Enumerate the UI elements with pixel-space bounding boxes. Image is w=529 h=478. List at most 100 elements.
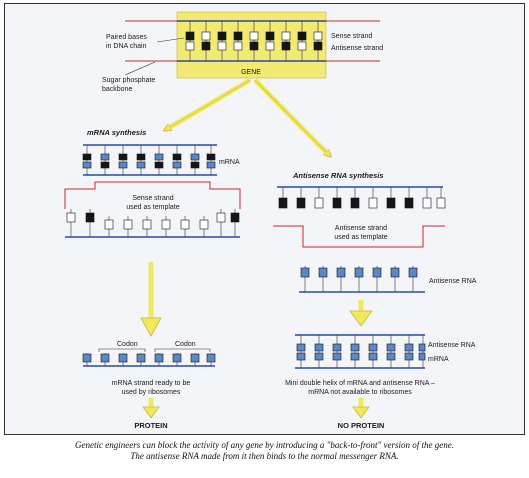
- sugar-phosphate-label-line2: backbone: [102, 86, 132, 93]
- codon-label-2: Codon: [175, 341, 196, 348]
- sense-template-backbone-top: [64, 181, 241, 209]
- helix-base-pair: [418, 335, 426, 368]
- antisense-rna-bases: [300, 266, 418, 292]
- caption-line-1: Genetic engineers can block the activity…: [74, 440, 455, 450]
- gene-base-pair: [297, 21, 307, 61]
- helix-base-pair: [332, 335, 342, 368]
- antisense-template-backbone-bottom: [273, 225, 445, 248]
- antisense-rna-base: [390, 266, 400, 292]
- mrna-ready-label-line2: used by ribosomes: [122, 389, 181, 396]
- template-base: [104, 216, 114, 237]
- mrna-base-pair: [206, 145, 216, 175]
- sense-template-label: Sense strand: [132, 195, 173, 202]
- ready-base: [154, 353, 164, 366]
- template-base: [230, 209, 240, 237]
- mrna-base-pair: [100, 145, 110, 175]
- ready-base: [206, 353, 216, 366]
- paired-bases-label: Paired bases: [106, 34, 147, 41]
- arrow-to-blocked-head: [349, 310, 373, 327]
- mrna-ready-bases: [82, 353, 216, 366]
- antisense-template-label-line2: used as template: [334, 234, 387, 241]
- paired-bases-pointer: [156, 37, 185, 43]
- helix-base-pair: [368, 335, 378, 368]
- blocked-section: Antisense RNA mRNA Mini double helix of …: [285, 334, 476, 430]
- antisense-rna-base: [300, 266, 310, 292]
- caption-line-2: The antisense RNA made from it then bind…: [130, 451, 399, 461]
- template-base: [199, 216, 209, 237]
- ready-base: [136, 353, 146, 366]
- mrna-base-pair: [82, 145, 92, 175]
- helix-base-pair: [404, 335, 414, 368]
- antisense-template-base: [332, 187, 342, 209]
- gene-panel: GENE Paired bases in DNA chain Sugar pho…: [102, 11, 383, 93]
- gene-base-pair: [233, 21, 243, 61]
- helix-base-pair: [314, 335, 324, 368]
- arrow-to-translation-head: [140, 317, 162, 337]
- mrna-synthesis-heading: mRNA synthesis: [87, 128, 146, 137]
- ready-base: [82, 353, 92, 366]
- mrna-synthesis-branch: mRNA synthesis mRNA Sense strand used as…: [64, 128, 241, 337]
- helix-description-line2: mRNA not available to ribosomes: [308, 389, 412, 396]
- mrna-base-pair: [136, 145, 146, 175]
- antisense-template-base: [278, 187, 288, 209]
- gene-base-pair: [265, 21, 275, 61]
- template-base: [142, 216, 152, 237]
- sense-template-label-line2: used as template: [126, 204, 179, 211]
- sense-strand-label: Sense strand: [331, 33, 372, 40]
- mrna-ready-label: mRNA strand ready to be: [112, 380, 191, 387]
- arrow-to-protein-head: [142, 406, 160, 419]
- template-base: [216, 209, 226, 237]
- mrna-base-pair: [154, 145, 164, 175]
- template-base: [123, 216, 133, 237]
- antisense-diagram: GENE Paired bases in DNA chain Sugar pho…: [64, 11, 477, 430]
- translation-section: Codon Codon mRNA strand ready to be used…: [82, 341, 216, 430]
- helix-base-pair: [350, 335, 360, 368]
- antisense-template-base: [314, 187, 324, 209]
- antisense-synthesis-heading: Antisense RNA synthesis: [292, 171, 384, 180]
- antisense-rna-base: [372, 266, 382, 292]
- helix-mrna-label: mRNA: [428, 356, 449, 363]
- antisense-figure: GENE Paired bases in DNA chain Sugar pho…: [4, 3, 525, 435]
- helix-description: Mini double helix of mRNA and antisense …: [285, 380, 435, 387]
- ready-base: [100, 353, 110, 366]
- antisense-synthesis-branch: Antisense RNA synthesis Antisense strand…: [273, 171, 477, 327]
- antisense-template-bases: [278, 187, 446, 209]
- gene-base-pairs: [185, 21, 323, 61]
- gene-base-pair: [249, 21, 259, 61]
- antisense-template-base: [350, 187, 360, 209]
- antisense-template-base: [436, 187, 446, 209]
- sugar-phosphate-label: Sugar phosphate: [102, 77, 155, 84]
- antisense-template-base: [422, 187, 432, 209]
- gene-base-pair: [313, 21, 323, 61]
- ready-base: [118, 353, 128, 366]
- helix-base-pair: [296, 335, 306, 368]
- antisense-rna-base: [336, 266, 346, 292]
- sense-template-bases: [66, 209, 240, 237]
- protein-label: PROTEIN: [134, 421, 167, 430]
- template-base: [66, 209, 76, 237]
- gene-base-pair: [185, 21, 195, 61]
- ready-base: [172, 353, 182, 366]
- template-base: [161, 216, 171, 237]
- antisense-rna-base: [318, 266, 328, 292]
- antisense-template-label: Antisense strand: [335, 225, 387, 232]
- helix-antisense-label: Antisense RNA: [428, 342, 476, 349]
- codon-bracket-2: [154, 348, 211, 352]
- antisense-template-base: [368, 187, 378, 209]
- antisense-strand-label: Antisense strand: [331, 45, 383, 52]
- helix-base-pair: [386, 335, 396, 368]
- antisense-rna-base: [408, 266, 418, 292]
- antisense-rna-base: [354, 266, 364, 292]
- antisense-template-base: [296, 187, 306, 209]
- figure-caption: Genetic engineers can block the activity…: [4, 440, 525, 462]
- mrna-base-pair: [172, 145, 182, 175]
- helix-base-pairs: [296, 335, 426, 368]
- gene-base-pair: [281, 21, 291, 61]
- gene-base-pair: [201, 21, 211, 61]
- codon-bracket-1: [98, 348, 146, 352]
- paired-bases-label-line2: in DNA chain: [106, 43, 147, 50]
- mrna-base-pair: [190, 145, 200, 175]
- template-base: [85, 209, 95, 237]
- antisense-template-base: [404, 187, 414, 209]
- mrna-strand-bases: [82, 145, 216, 175]
